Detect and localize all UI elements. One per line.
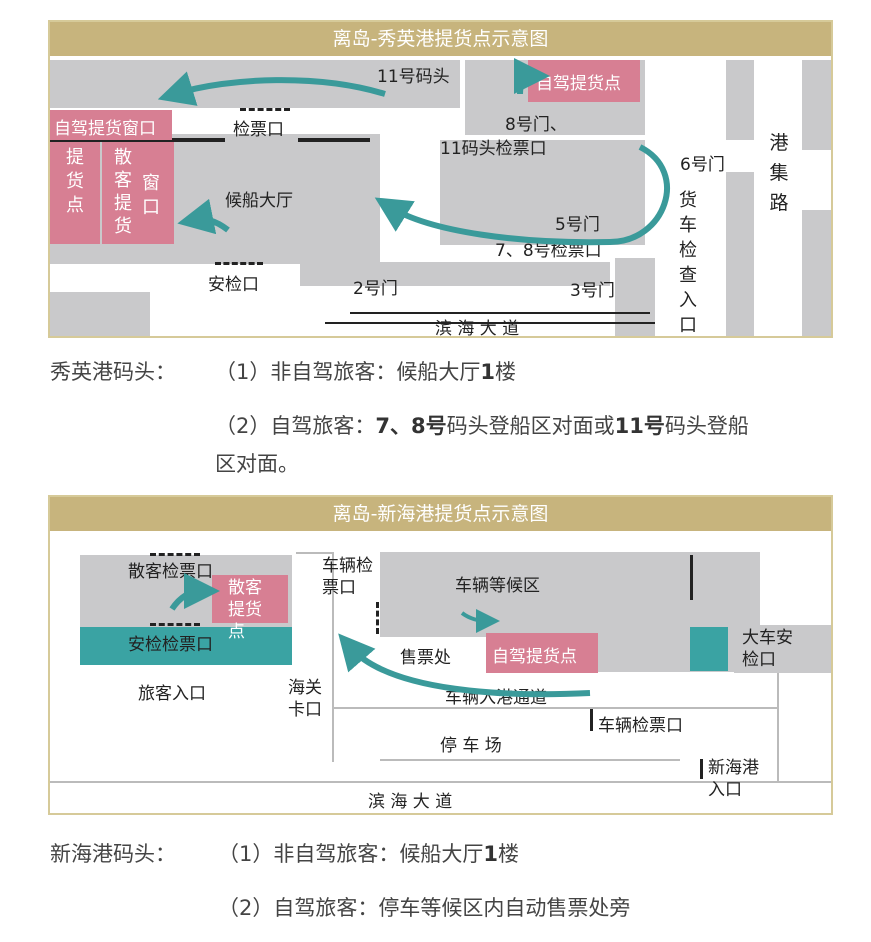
- parking-label: 停 车 场: [440, 736, 502, 756]
- route-arrows: [169, 573, 591, 698]
- road-edge: [777, 673, 779, 781]
- self-drive-pickup-box: 自驾提货点: [486, 633, 598, 673]
- arrow-route: [374, 144, 670, 246]
- arrow-route: [177, 198, 230, 235]
- binhai-road-label: 滨 海 大 道: [368, 792, 453, 812]
- individual-pickup-line1: 散客提货点: [228, 578, 262, 642]
- individual-pickup-label: 散客提货: [114, 147, 132, 237]
- truck-check-label: 货车检查入口: [679, 190, 697, 336]
- gate8-label: 8号门、: [505, 115, 567, 135]
- caption-line2: （2）自驾旅客：7、8号码头登船区对面或11号码头登船: [215, 414, 749, 438]
- road-line: [325, 322, 655, 324]
- waiting-hall-label: 候船大厅: [225, 191, 293, 211]
- gate6-label: 6号门: [680, 155, 725, 175]
- pickup-point-label: 提货点: [66, 147, 84, 216]
- road-edge: [332, 707, 777, 709]
- caption-port-xiuying: 秀英港码头：: [50, 360, 176, 384]
- passenger-entrance-label: 旅客入口: [138, 684, 206, 704]
- road-edge: [296, 552, 332, 554]
- binhai-road-label: 滨 海 大 道: [435, 319, 520, 338]
- building-strip: [300, 262, 610, 286]
- barrier: [690, 555, 693, 600]
- arrow-route: [513, 58, 550, 95]
- pickup-box: [50, 142, 100, 244]
- vehicle-ticket-top-label: 车辆检票口: [322, 556, 373, 598]
- security-ticket-label: 安检检票口: [128, 635, 213, 655]
- road-line: [350, 312, 650, 314]
- security-label: 安检口: [208, 275, 259, 295]
- big-car-security-label: 大车安检口: [742, 628, 793, 670]
- wall-line: [50, 138, 225, 142]
- self-drive-window-box: 自驾提货窗口: [50, 110, 172, 140]
- ticket-gate-label: 检票口: [233, 120, 284, 140]
- big-car-security-block: [734, 625, 831, 673]
- map-title: 离岛-秀英港提货点示意图: [50, 22, 831, 56]
- map-xinhai: 离岛-新海港提货点示意图 自驾提货点 散客检票口 散客提货点 安检检票口 旅客入…: [48, 495, 833, 815]
- big-car-security-teal: [690, 627, 728, 671]
- caption-line1: （1）非自驾旅客：候船大厅1楼: [215, 360, 516, 384]
- entrance-bar: [700, 759, 703, 779]
- building-bottom-left: [50, 292, 150, 336]
- ticket-office-box: [376, 637, 488, 672]
- building-east-2: [726, 172, 754, 336]
- building-right-mid: [440, 140, 645, 245]
- caption2-line2: （2）自驾旅客：停车等候区内自动售票处旁: [218, 896, 631, 920]
- gangji-road-label: 港集路: [769, 132, 789, 214]
- gate78-ticket-label: 7、8号检票口: [495, 241, 602, 261]
- caption-line3: 区对面。: [215, 452, 299, 476]
- vehicle-ticket-label: 车辆检票口: [598, 716, 683, 736]
- individual-pickup-box: [102, 142, 174, 244]
- arrow-route: [169, 573, 220, 611]
- vehicle-ticket-marker: [376, 602, 379, 634]
- individual-ticket-marker: [150, 553, 200, 556]
- gate5-label: 5号门: [555, 215, 600, 235]
- vehicle-waiting-label: 车辆等候区: [455, 576, 540, 596]
- building-east-3: [802, 60, 831, 150]
- ticket-office-label: 售票处: [400, 648, 451, 668]
- gate3-label: 3号门: [570, 281, 615, 301]
- caption2-line1: （1）非自驾旅客：候船大厅1楼: [218, 842, 519, 866]
- wall-line: [298, 138, 370, 142]
- building-east-4: [802, 210, 831, 336]
- road-edge: [50, 781, 831, 783]
- self-drive-pickup-label: 自驾提货点: [492, 647, 577, 667]
- security-ticket-marker: [150, 623, 200, 626]
- pier11-label: 11号码头: [377, 67, 450, 87]
- gate2-label: 2号门: [353, 279, 398, 299]
- map-title: 离岛-新海港提货点示意图: [50, 497, 831, 531]
- security-ticket-bar: [80, 627, 292, 665]
- arrow-route: [338, 633, 591, 698]
- ticket-gate-marker: [240, 108, 290, 111]
- self-drive-pickup-label: 自驾提货点: [536, 74, 621, 94]
- xinhai-entrance-label: 新海港入口: [708, 758, 759, 800]
- self-drive-window-label: 自驾提货窗口: [54, 119, 156, 139]
- individual-pickup-box: [212, 575, 288, 623]
- building-top-left: [50, 60, 460, 108]
- arrow-route: [460, 608, 500, 633]
- security-marker: [215, 262, 263, 265]
- vehicle-ticket-bar: [590, 709, 593, 731]
- customs-label: 海关卡口: [288, 678, 322, 720]
- parking-edge: [380, 759, 680, 761]
- pier11-ticket-label: 11码头检票口: [440, 139, 547, 159]
- map-xiuying: 离岛-秀英港提货点示意图 自驾提货点 自驾提货窗口 提货点 散客提货 窗口 11…: [48, 20, 833, 338]
- window-label: 窗口: [142, 173, 160, 218]
- road-edge: [332, 552, 334, 762]
- arrow-route: [157, 71, 386, 106]
- route-arrows: [157, 58, 670, 246]
- building-east-1: [726, 60, 754, 140]
- caption-port-xinhai: 新海港码头：: [50, 842, 176, 866]
